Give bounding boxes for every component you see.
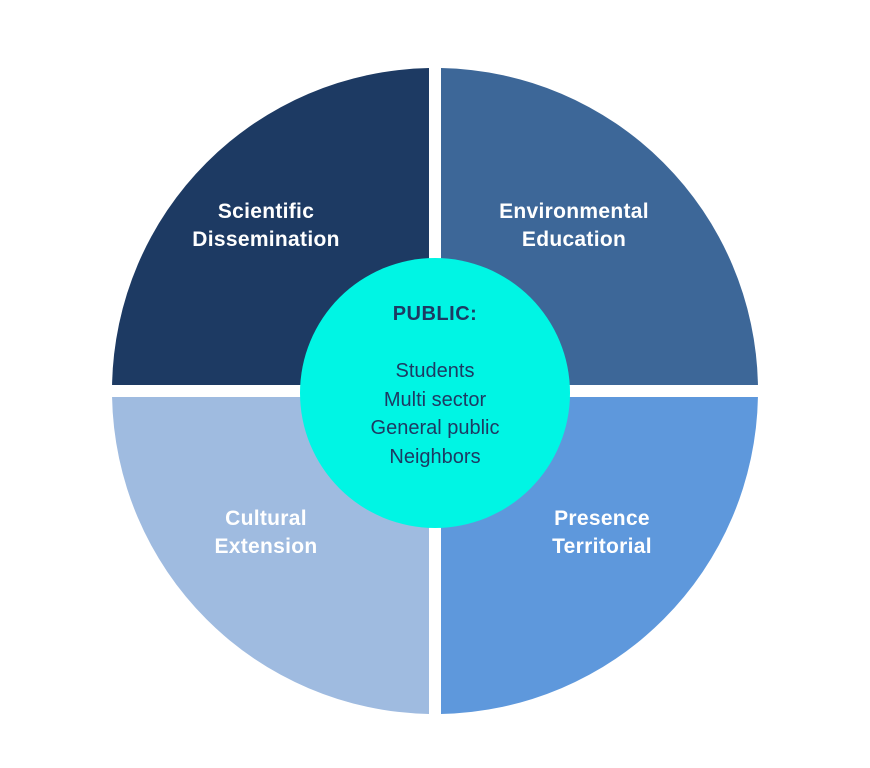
quadrant-label-scientific-dissemination: Scientific Dissemination: [156, 198, 376, 254]
audience-item-general-public: General public: [370, 417, 500, 439]
quadrant-label-cultural-extension: Cultural Extension: [156, 505, 376, 561]
quadrant-label-line: Extension: [214, 535, 318, 558]
audience-item-neighbors: Neighbors: [389, 445, 481, 468]
public-title: PUBLIC:: [392, 303, 478, 325]
quadrant-label-line: Cultural: [225, 507, 307, 530]
quadrant-label-line: Education: [521, 228, 627, 251]
quadrant-label-line: Scientific: [217, 200, 315, 223]
quadrant-label-line: Environmental: [499, 200, 649, 223]
quadrant-label-line: Territorial: [552, 535, 652, 558]
audience-item-multi-sector: Multi sector: [383, 388, 487, 411]
quadrant-label-line: Dissemination: [192, 228, 340, 251]
audience-item-students: Students: [395, 360, 475, 382]
public-audience: PUBLIC: Students Multi sector General pu…: [305, 300, 565, 471]
quadrant-label-line: Presence: [554, 507, 650, 530]
center-circle: [300, 258, 570, 528]
quadrant-label-environmental-education: Environmental Education: [464, 198, 684, 254]
quadrant-label-presence-territorial: Presence Territorial: [492, 505, 712, 561]
